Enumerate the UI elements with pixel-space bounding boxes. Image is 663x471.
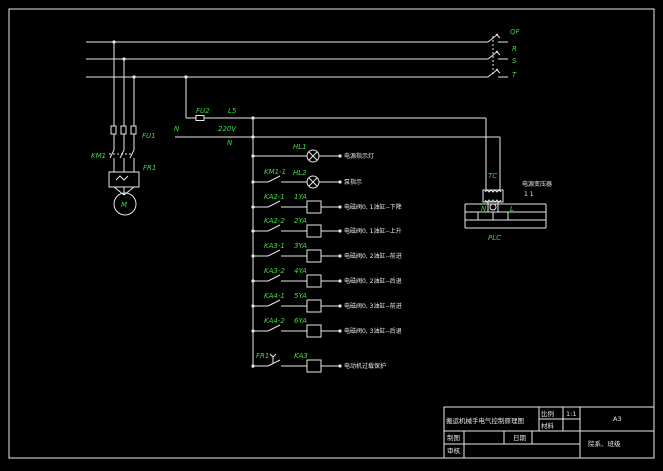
device-label: 3YA	[294, 242, 307, 250]
plc-terminal-n: N	[481, 205, 487, 213]
plc-block	[464, 203, 547, 229]
contactor-main-label: KM1	[91, 152, 106, 160]
drawn-label: 制图	[447, 433, 460, 442]
contact-label: KA3-2	[264, 267, 285, 275]
ladder-rung: KM1-1 HL2 泵指示	[251, 168, 362, 189]
ladder-rung: FR1 KA3 电动机过载保护	[251, 352, 386, 373]
date-label: 日期	[513, 434, 527, 442]
rung-description: 电磁阀0, 2油缸--前进	[344, 252, 402, 260]
control-supply	[175, 77, 504, 368]
three-phase-bus	[86, 41, 488, 78]
contact-label: KA3-1	[264, 242, 285, 250]
contact-label: KA4-2	[264, 317, 285, 325]
ladder-rung: HL1 电源指示灯	[251, 143, 374, 163]
ladder-rung: KA3-1 3YA 电磁阀0, 2油缸--前进	[251, 242, 402, 263]
rung-description: 电动机过载保护	[344, 362, 386, 370]
neutral-label-2: N	[227, 139, 233, 147]
thermal-relay-label: FR1	[143, 164, 156, 172]
sheet-size: A3	[613, 415, 622, 423]
main-breaker	[487, 33, 508, 78]
school-label: 院系、班级	[588, 439, 621, 448]
device-label: 2YA	[294, 217, 307, 225]
phase-label-t: T	[512, 71, 517, 79]
contact-label: KM1-1	[264, 168, 286, 176]
device-label: 4YA	[294, 267, 307, 275]
coil-symbol	[306, 249, 322, 263]
plc-label: PLC	[488, 234, 501, 242]
breaker-label: QF	[510, 28, 521, 36]
plc-power-ratio: 1 1	[524, 191, 534, 198]
coil-symbol	[306, 200, 322, 214]
supply-voltage-label: 220V	[218, 125, 237, 133]
rung-description: 电磁阀0, 1油缸--下降	[344, 203, 402, 211]
device-label: 5YA	[294, 292, 307, 300]
device-label: HL2	[293, 169, 307, 177]
checked-label: 审核	[447, 446, 461, 455]
material-label: 材料	[541, 421, 555, 430]
coil-symbol	[306, 274, 322, 288]
contact-label: KA2-2	[264, 217, 285, 225]
device-label: KA3	[294, 352, 308, 360]
coil-symbol	[306, 359, 322, 373]
drawing-frame	[8, 8, 655, 459]
rung-description: 泵指示	[344, 178, 362, 186]
contact-label: KA4-1	[264, 292, 285, 300]
coil-symbol	[306, 299, 322, 313]
contact-label: KA2-1	[264, 193, 285, 201]
ladder-rung: KA3-2 4YA 电磁阀0, 2油缸--后退	[251, 267, 402, 288]
plc-power-label: 电源变压器	[522, 180, 552, 188]
rung-description: 电磁阀0, 3油缸--前进	[344, 302, 402, 310]
fuse-ctrl-conductor-label: L5	[228, 107, 237, 115]
scale-value: 1:1	[566, 410, 576, 418]
ladder-rung: KA2-2 2YA 电磁阀0, 1油缸--上升	[251, 217, 402, 238]
coil-symbol	[306, 224, 322, 238]
transformer-label: TC	[488, 172, 497, 180]
scale-label: 比例	[541, 409, 554, 418]
device-label: HL1	[293, 143, 307, 151]
control-ladder: HL1 电源指示灯 KM1-1 HL2 泵指示 KA2-1 1YA 电磁阀0, 1油缸--下降…	[251, 143, 402, 373]
fuse-ctrl-label: FU2	[196, 107, 210, 115]
rung-description: 电磁阀0, 2油缸--后退	[344, 277, 402, 285]
motor-branch	[108, 42, 140, 216]
drawing-title: 搬运机械手电气控制原理图	[446, 416, 524, 425]
ladder-rung: KA4-1 5YA 电磁阀0, 3油缸--前进	[251, 292, 402, 313]
device-label: 1YA	[294, 193, 307, 201]
rung-description: 电源指示灯	[344, 152, 374, 160]
phase-label-r: R	[512, 45, 517, 53]
phase-label-s: S	[512, 57, 517, 65]
title-block	[443, 406, 655, 459]
motor-label: M	[121, 201, 127, 209]
plc-terminal-l: L	[510, 205, 514, 213]
rung-description: 电磁阀0, 1油缸--上升	[344, 227, 402, 235]
neutral-label: N	[174, 125, 180, 133]
device-label: 6YA	[294, 317, 307, 325]
contact-label: FR1	[256, 352, 269, 360]
rung-description: 电磁阀0, 3油缸--后退	[344, 327, 402, 335]
ladder-rung: KA2-1 1YA 电磁阀0, 1油缸--下降	[251, 193, 402, 214]
coil-symbol	[306, 324, 322, 338]
fuse-main-label: FU1	[142, 132, 156, 140]
ladder-rung: KA4-2 6YA 电磁阀0, 3油缸--后退	[251, 317, 402, 338]
